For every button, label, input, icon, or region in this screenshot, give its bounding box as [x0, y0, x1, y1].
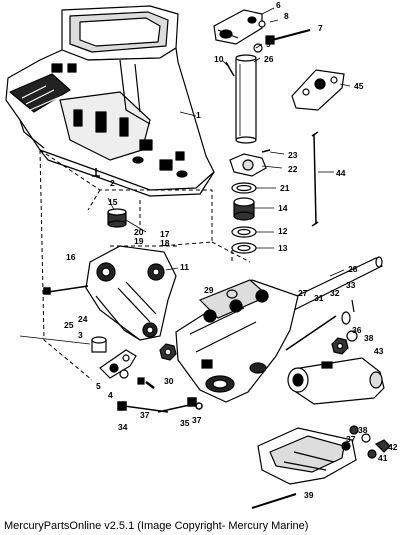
transom-bracket — [251, 427, 357, 509]
part-label: 14 — [278, 203, 288, 213]
part-label: 5 — [96, 381, 101, 391]
copyright-footer: MercuryPartsOnline v2.5.1 (Image Copyrig… — [4, 520, 309, 532]
part-label: 41 — [378, 453, 388, 463]
part-label: 39 — [304, 490, 314, 500]
washer-5 — [119, 369, 129, 379]
steering-arm — [213, 9, 311, 53]
swivel-bracket — [85, 245, 177, 341]
exploded-parts-diagram: 1 2 3 4 5 6 7 8 9 10 11 12 13 14 15 16 1… — [5, 0, 398, 509]
part-label: 8 — [284, 11, 289, 21]
part-label: 42 — [388, 442, 398, 452]
part-label: 13 — [278, 243, 288, 253]
part-label: 36 — [352, 325, 362, 335]
part-label: 24 — [78, 314, 88, 324]
part-label: 38 — [358, 425, 368, 435]
part-label: 2 — [110, 178, 115, 188]
part-label: 37 — [140, 410, 150, 420]
part-label: 28 — [348, 264, 358, 274]
plate-45 — [291, 69, 345, 111]
bushing-15 — [107, 208, 127, 228]
part-label: 45 — [354, 81, 364, 91]
part-label: 44 — [336, 168, 346, 178]
part-label: 25 — [64, 320, 74, 330]
part-label: 26 — [264, 54, 274, 64]
part-label: 12 — [278, 226, 288, 236]
part-label: 21 — [280, 183, 290, 193]
part-labels: 1 2 3 4 5 6 7 8 9 10 11 12 13 14 15 16 1… — [64, 0, 398, 500]
part-label: 17 — [160, 229, 170, 239]
part-label: 35 — [180, 418, 190, 428]
part-label: 15 — [108, 197, 118, 207]
tilt-lock-lever — [99, 349, 155, 389]
part-label: 7 — [318, 23, 323, 33]
washers-stack — [231, 182, 257, 254]
part-label: 27 — [298, 288, 308, 298]
part-label: 37 — [346, 434, 356, 444]
part-label: 11 — [180, 262, 189, 272]
part-label: 22 — [288, 164, 298, 174]
leader-lines — [19, 7, 351, 345]
part-label: 9 — [266, 39, 271, 49]
lower-fasteners — [349, 425, 391, 459]
washer-32 — [341, 299, 355, 325]
part-label: 38 — [364, 333, 374, 343]
plate-22 — [229, 149, 271, 177]
nut-36 — [331, 330, 358, 355]
part-label: 16 — [66, 252, 76, 262]
part-label: 32 — [330, 288, 340, 298]
rod-31 — [285, 315, 337, 351]
part-label: 23 — [288, 150, 298, 160]
pin-10 — [225, 61, 235, 77]
part-label: 4 — [108, 390, 113, 400]
bolt-16 — [43, 285, 89, 295]
dashed-reference-lines — [39, 149, 251, 381]
swivel-tube — [235, 54, 257, 144]
tilt-tube-28 — [283, 256, 383, 313]
part-label: 37 — [192, 415, 202, 425]
part-2-stud — [92, 168, 100, 177]
part-label: 43 — [374, 346, 384, 356]
nut-30 — [159, 343, 177, 361]
driveshaft-housing — [5, 5, 215, 197]
part-label: 6 — [276, 0, 281, 10]
part-label: 18 — [160, 238, 170, 248]
rod-44 — [311, 131, 319, 227]
o-ring-29 — [226, 289, 238, 299]
part-label: 30 — [164, 376, 174, 386]
trim-cylinder — [287, 357, 385, 405]
part-label: 29 — [204, 285, 214, 295]
part-label: 31 — [314, 293, 324, 303]
part-label: 10 — [214, 54, 224, 64]
part-label: 3 — [78, 330, 83, 340]
clamp-bracket — [175, 279, 299, 403]
bushing-3 — [91, 336, 107, 353]
part-label: 1 — [196, 110, 201, 120]
part-label: 33 — [346, 280, 356, 290]
part-label: 34 — [118, 422, 128, 432]
part-label: 20 — [134, 227, 144, 237]
bolts-34-35 — [117, 397, 203, 413]
part-label: 19 — [134, 236, 144, 246]
